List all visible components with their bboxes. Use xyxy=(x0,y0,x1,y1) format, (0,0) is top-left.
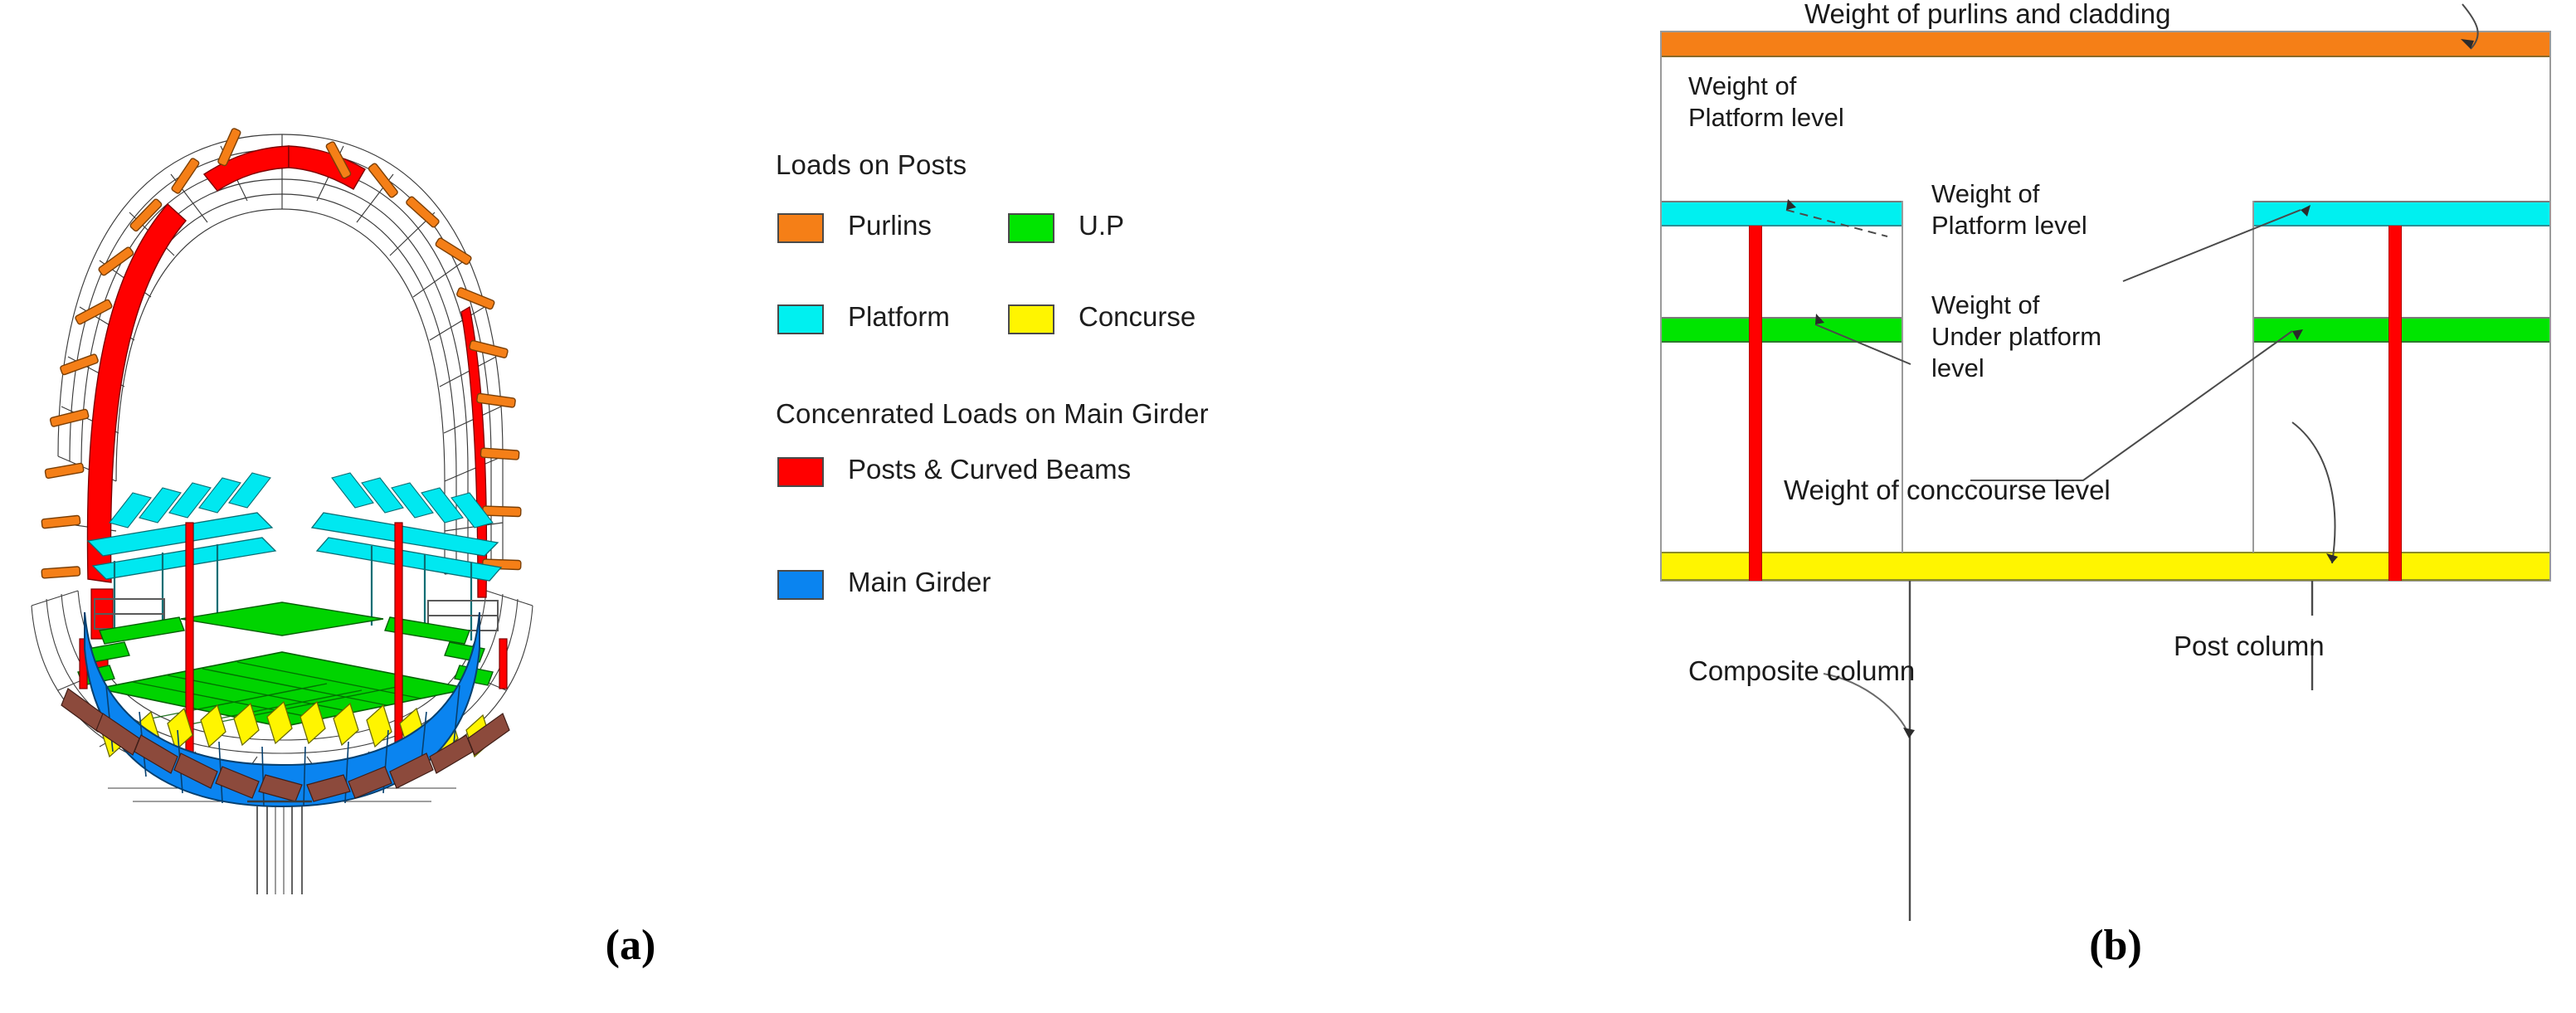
stadium-3d-model xyxy=(31,127,533,894)
legend-panel: Loads on Posts Purlins U.P Platform Conc… xyxy=(772,149,1502,780)
callout-post-column: Post column xyxy=(2174,631,2325,661)
legend-label-purlins: Purlins xyxy=(848,210,932,241)
panel-b-section-diagram: Weight of purlins and cladding xyxy=(1626,0,2576,1013)
girder-brackets-brown xyxy=(61,688,510,802)
legend-label-platform: Platform xyxy=(848,301,950,332)
label-weight-platform-level-mid: Weight of Platform level xyxy=(1931,179,2087,240)
legend-label-concurse: Concurse xyxy=(1079,301,1196,332)
post-column-left xyxy=(1749,226,1762,581)
legend-swatch-posts-curved-beams xyxy=(777,457,824,487)
subfigure-caption-b: (b) xyxy=(2089,922,2142,969)
legend-swatch-platform xyxy=(777,304,824,334)
post-column-right xyxy=(2389,226,2402,581)
legend-swatch-concurse xyxy=(1008,304,1054,334)
legend-label-posts-curved-beams: Posts & Curved Beams xyxy=(848,454,1132,485)
legend-swatch-main-girder xyxy=(777,570,824,600)
legend-heading-concentrated-loads: Concenrated Loads on Main Girder xyxy=(776,398,1209,429)
curved-beams-red xyxy=(86,145,488,675)
legend-swatch-purlins xyxy=(777,213,824,243)
under-platform-band-left xyxy=(1662,317,1903,343)
composite-column-shaft xyxy=(247,800,312,894)
label-weight-under-platform-level: Weight of Under platform level xyxy=(1931,290,2102,382)
inner-boundary-left xyxy=(1902,201,1903,553)
legend-swatch-up xyxy=(1008,213,1054,243)
purlins-cladding-band xyxy=(1662,32,2549,57)
legend-label-up: U.P xyxy=(1079,210,1125,241)
panel-a-3d-model xyxy=(0,0,772,1013)
platform-band-left xyxy=(1662,201,1903,226)
callout-concourse-level: Weight of conccourse level xyxy=(1784,475,2111,505)
section-frame: Weight of Platform level Weight of Platf… xyxy=(1660,3,2551,582)
subfigure-caption-a: (a) xyxy=(605,922,656,969)
platform-trusses-cyan xyxy=(86,472,503,640)
legend-label-main-girder: Main Girder xyxy=(848,567,991,597)
legend-heading-loads-on-posts: Loads on Posts xyxy=(776,149,967,180)
callout-composite-column: Composite column xyxy=(1688,655,1916,686)
label-weight-platform-level-inframe: Weight of Platform level xyxy=(1688,71,1844,132)
platform-band-right xyxy=(2253,201,2549,226)
below-frame-columns xyxy=(1823,581,2314,921)
callout-purlins-cladding: Weight of purlins and cladding xyxy=(1804,0,2171,29)
inner-boundary-right xyxy=(2252,201,2254,553)
